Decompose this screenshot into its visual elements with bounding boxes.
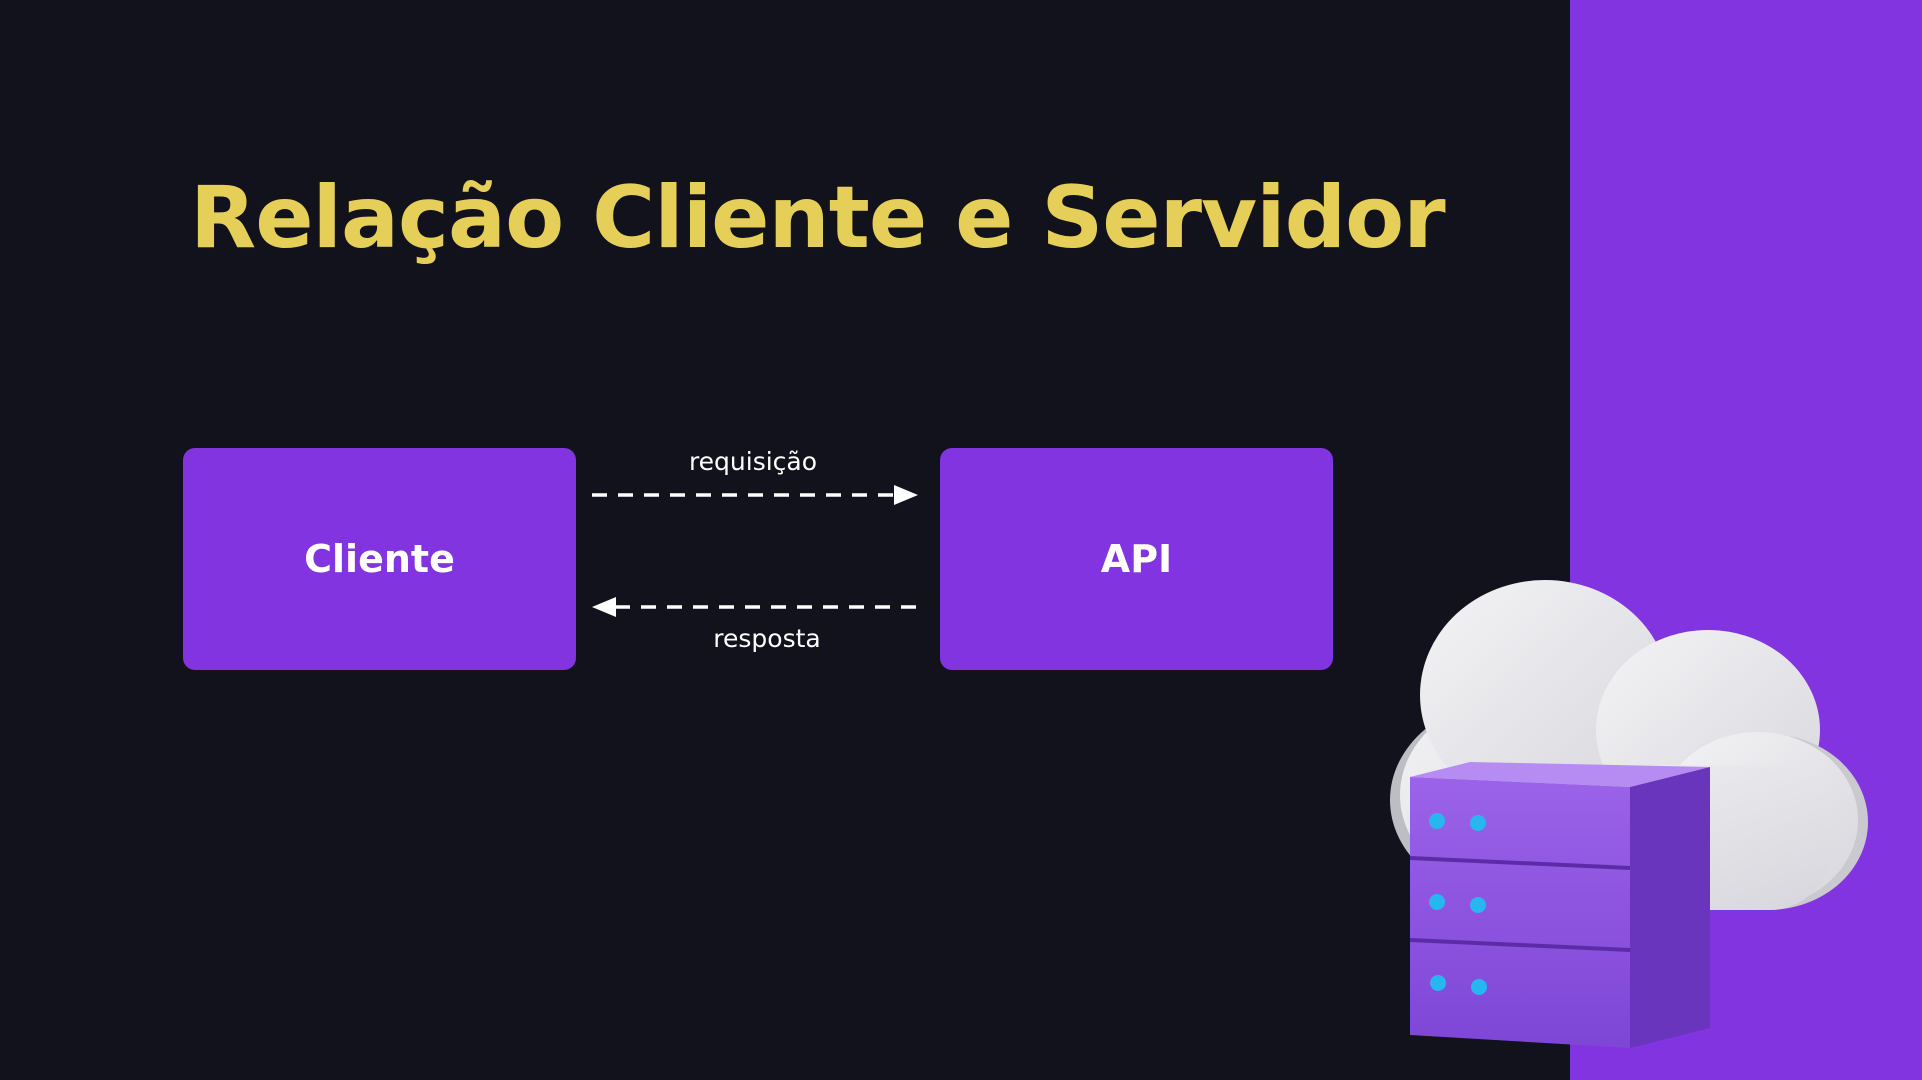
request-arrow [592, 485, 918, 505]
api-node: API [940, 448, 1333, 670]
cloud-server-icon [1390, 580, 1868, 1048]
server-rack [1409, 762, 1710, 1048]
response-label: resposta [713, 624, 821, 653]
slide-title: Relação Cliente e Servidor [190, 168, 1446, 268]
request-label: requisição [688, 447, 818, 476]
client-node-label: Cliente [304, 537, 455, 581]
response-arrow [592, 597, 916, 617]
api-node-label: API [1100, 537, 1173, 581]
client-node: Cliente [183, 448, 576, 670]
